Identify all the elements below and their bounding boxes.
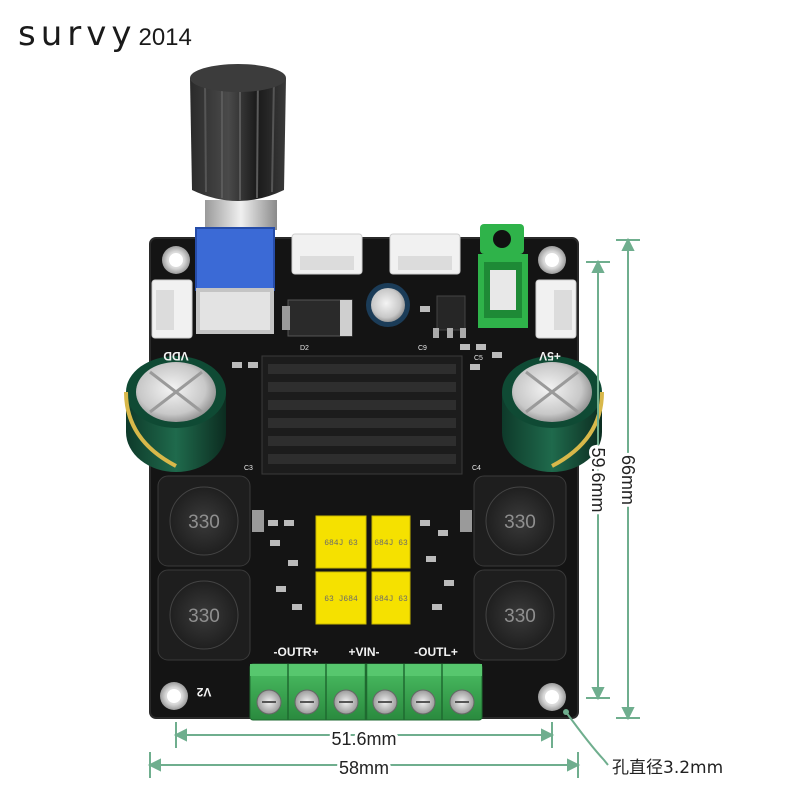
volume-knob (190, 64, 286, 230)
inductor-code-label: 330 (504, 606, 536, 627)
heatsink (261, 355, 463, 475)
dimension-outer-width-label: 58mm (339, 758, 389, 778)
capacitor-large-right (502, 356, 604, 472)
mounting-hole-top-right (538, 246, 566, 274)
label-c5: C5 (474, 355, 483, 362)
dimension-outer-width (147, 752, 581, 778)
smd-components-middle (252, 510, 472, 610)
inductor-code-label: 330 (188, 606, 220, 627)
terminal-screws (256, 689, 475, 715)
electrolytic-cap-small (366, 283, 410, 327)
dimension-inner-height-label: 59.6mm (588, 447, 608, 512)
hole-diameter-callout (563, 709, 609, 766)
connector-left (151, 279, 193, 339)
mounting-hole-bottom-right (538, 683, 566, 711)
dimension-outer-height (616, 237, 640, 721)
svg-text:63 J684: 63 J684 (324, 595, 358, 604)
svg-text:684J 63: 684J 63 (374, 595, 408, 604)
regulator (433, 295, 466, 338)
audio-jack (478, 224, 528, 328)
inductor-top-left: 330 (157, 475, 251, 567)
diode-d2 (282, 299, 353, 337)
pcb-board (150, 238, 578, 718)
svg-text:684J 63: 684J 63 (374, 539, 408, 548)
brand-logo: survy (18, 14, 137, 54)
label-vin: +VIN- (348, 645, 379, 659)
inductor-bottom-right: 330 (473, 569, 567, 661)
potentiometer (195, 227, 275, 334)
label-c9: C9 (418, 345, 427, 352)
label-c4: C4 (472, 465, 481, 472)
connector-top-1 (291, 233, 363, 275)
label-vdd: VDD (163, 349, 189, 363)
mounting-hole-bottom-left (160, 682, 188, 710)
dimension-inner-width-label: 51.6mm (331, 729, 396, 749)
film-capacitor-3: 684J 63 (371, 515, 411, 569)
svg-text:684J 63: 684J 63 (324, 539, 358, 548)
label-c3: C3 (244, 465, 253, 472)
brand-year: 2014 (138, 24, 192, 51)
film-capacitor-1: 684J 63 (315, 515, 367, 569)
connector-top-2 (389, 233, 461, 275)
inductor-top-right: 330 (473, 475, 567, 567)
dimension-outer-height-label: 66mm (618, 455, 638, 505)
label-5v: +5V (539, 349, 561, 363)
brand-watermark: survy 2014 (18, 14, 192, 54)
film-capacitor-4: 684J 63 (371, 571, 411, 625)
label-d2: D2 (300, 345, 309, 352)
smd-components-top (232, 306, 502, 370)
label-outr: -OUTR+ (274, 645, 319, 659)
dimension-inner-height (586, 259, 610, 701)
label-outl: -OUTL+ (414, 645, 458, 659)
connector-right (535, 279, 577, 339)
label-v2: V2 (196, 685, 211, 699)
inductor-code-label: 330 (188, 512, 220, 533)
film-capacitor-2: 63 J684 (315, 571, 367, 625)
hole-diameter-label: 孔直径3.2mm (612, 758, 723, 778)
inductor-code-label: 330 (504, 512, 536, 533)
dimension-inner-width (173, 722, 555, 748)
screw-terminal-block (249, 663, 483, 721)
inductor-bottom-left: 330 (157, 569, 251, 661)
capacitor-large-left (124, 356, 226, 472)
mounting-hole-top-left (162, 246, 190, 274)
